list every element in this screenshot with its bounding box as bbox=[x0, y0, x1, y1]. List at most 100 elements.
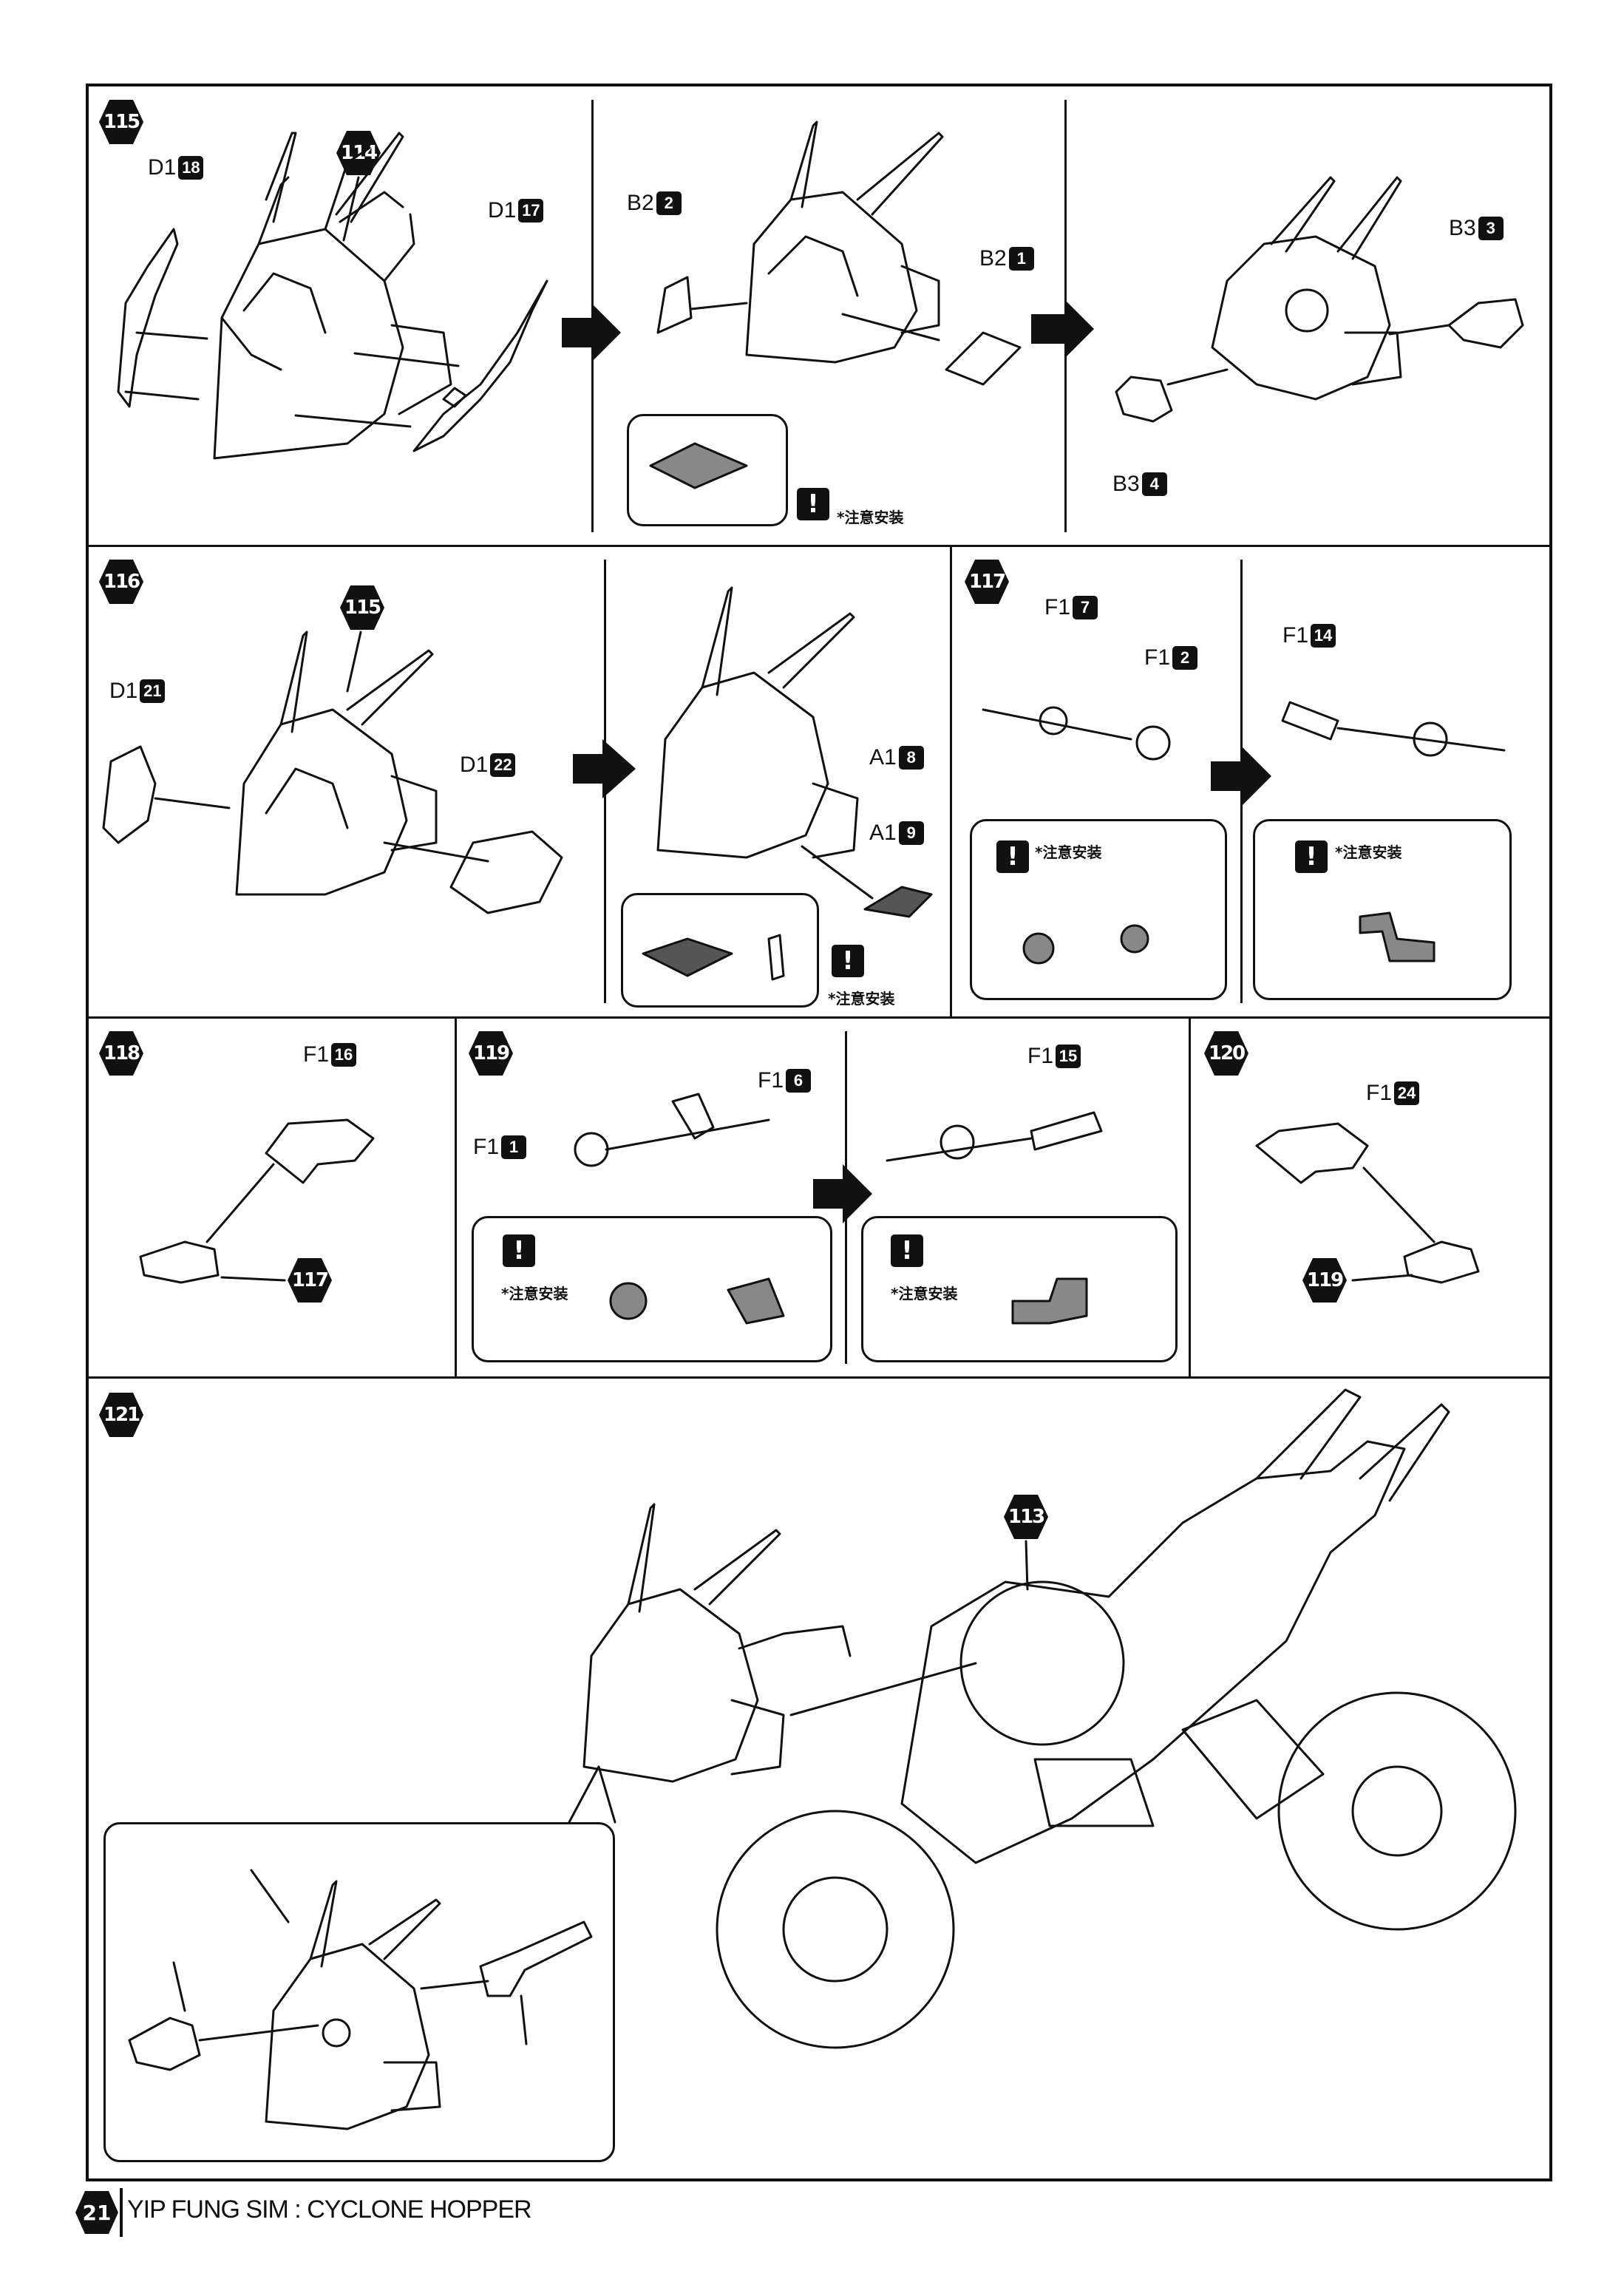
arrow-115a-3 bbox=[353, 352, 460, 367]
motorcycle-body bbox=[716, 1388, 1517, 2049]
col-divider-119a bbox=[455, 1016, 457, 1376]
ref-line-117 bbox=[220, 1276, 286, 1282]
footer-title: YIP FUNG SIM : CYCLONE HOPPER bbox=[127, 2195, 532, 2224]
part-d1-21-shape bbox=[102, 745, 157, 844]
cowl-115c bbox=[1211, 176, 1402, 401]
lens-b2-1 bbox=[945, 331, 1022, 386]
arrow-120 bbox=[1362, 1166, 1436, 1243]
col-divider-117 bbox=[950, 545, 952, 1016]
ref-line-115 bbox=[346, 631, 362, 693]
page-number-badge: 21 bbox=[74, 2190, 120, 2235]
instruction-frame bbox=[86, 84, 1552, 2181]
arrow-115b-1 bbox=[690, 302, 748, 310]
fairing-d1-18 bbox=[117, 228, 179, 408]
pin-detail bbox=[767, 934, 785, 981]
row-divider-1 bbox=[86, 545, 1552, 547]
flow-arrow-115b bbox=[1031, 299, 1094, 359]
step-119-badge: 119 bbox=[467, 1030, 514, 1077]
joint-f1-6-shape bbox=[671, 1093, 715, 1140]
caution-note-119a: *注意安装 bbox=[501, 1285, 568, 1302]
ref-line-114 bbox=[342, 176, 360, 242]
detail-117a-2 bbox=[1120, 924, 1149, 954]
arrow-115a-1 bbox=[135, 331, 208, 340]
arrow-121 bbox=[789, 1662, 977, 1716]
detail-117a-1 bbox=[1022, 932, 1055, 965]
arrow-119-2 bbox=[886, 1137, 1033, 1162]
joint-f1-7 bbox=[1039, 706, 1068, 736]
cowl-116a bbox=[235, 631, 438, 896]
arrow-117-2 bbox=[1336, 727, 1506, 752]
warning-icon-117b: ! bbox=[1295, 840, 1328, 873]
col-divider-120 bbox=[1189, 1016, 1191, 1376]
flow-arrow-116 bbox=[573, 739, 636, 798]
row-divider-2 bbox=[86, 1016, 1552, 1019]
ref-line-113 bbox=[1025, 1540, 1029, 1591]
detail-119b bbox=[1011, 1277, 1088, 1325]
detail-117b bbox=[1359, 911, 1436, 962]
flow-arrow-117 bbox=[1211, 747, 1271, 806]
vent-detail bbox=[642, 937, 733, 977]
part-118-detail bbox=[128, 2017, 201, 2071]
warning-icon-119b: ! bbox=[891, 1234, 923, 1267]
caution-note-119b: *注意安装 bbox=[891, 1285, 958, 1302]
arrow-115a-4 bbox=[294, 414, 412, 428]
caution-note-115: *注意安装 bbox=[837, 509, 904, 526]
cowl-116b bbox=[656, 586, 859, 859]
footer-divider bbox=[120, 2188, 123, 2237]
ref-113-badge: 113 bbox=[1002, 1493, 1050, 1541]
tube-f1-14 bbox=[1281, 701, 1339, 741]
arrow-115a-2 bbox=[124, 390, 200, 401]
arrow-116-2 bbox=[383, 841, 489, 863]
warning-icon-119a: ! bbox=[503, 1234, 535, 1267]
arrow-116-3 bbox=[801, 845, 874, 900]
arrow-detail-1 bbox=[198, 2024, 319, 2042]
detail-119a-1 bbox=[609, 1282, 648, 1320]
ref-line-119 bbox=[1351, 1274, 1413, 1282]
arrow-115b-2 bbox=[841, 313, 940, 342]
ref-117-badge: 117 bbox=[286, 1257, 333, 1304]
warning-icon-115: ! bbox=[797, 488, 829, 520]
joint-f1-2 bbox=[1135, 725, 1171, 761]
vent-a1-9 bbox=[863, 886, 933, 918]
front-cowl-121 bbox=[582, 1503, 852, 1783]
part-d1-22-shape bbox=[449, 830, 563, 914]
caution-note-117b: *注意安装 bbox=[1335, 843, 1402, 861]
caution-note-117a: *注意安装 bbox=[1035, 843, 1102, 861]
ref-line-120 bbox=[520, 1994, 528, 2045]
tube-f1-15 bbox=[1030, 1111, 1103, 1151]
arrow-115c-1 bbox=[1388, 324, 1450, 336]
step-121-badge: 121 bbox=[98, 1391, 145, 1439]
arrow-detail-2 bbox=[420, 1980, 489, 1990]
step-118-badge: 118 bbox=[98, 1030, 145, 1077]
joint-117-shape bbox=[139, 1240, 220, 1284]
step-115-badge: 115 bbox=[98, 98, 145, 146]
part-b3-3-shape bbox=[1447, 298, 1524, 349]
callout-pointer bbox=[568, 1765, 616, 1824]
ref-line-118 bbox=[172, 1961, 186, 2012]
ref-115-badge: 115 bbox=[339, 584, 386, 631]
ref-119-badge: 119 bbox=[1301, 1257, 1348, 1304]
warning-icon-116: ! bbox=[832, 945, 864, 977]
cowl-115a bbox=[213, 132, 452, 460]
diamond-detail bbox=[649, 442, 748, 489]
cowl-detail-121 bbox=[265, 1880, 441, 2130]
lens-b2-2 bbox=[656, 276, 693, 334]
joint-f1-1 bbox=[574, 1132, 609, 1167]
